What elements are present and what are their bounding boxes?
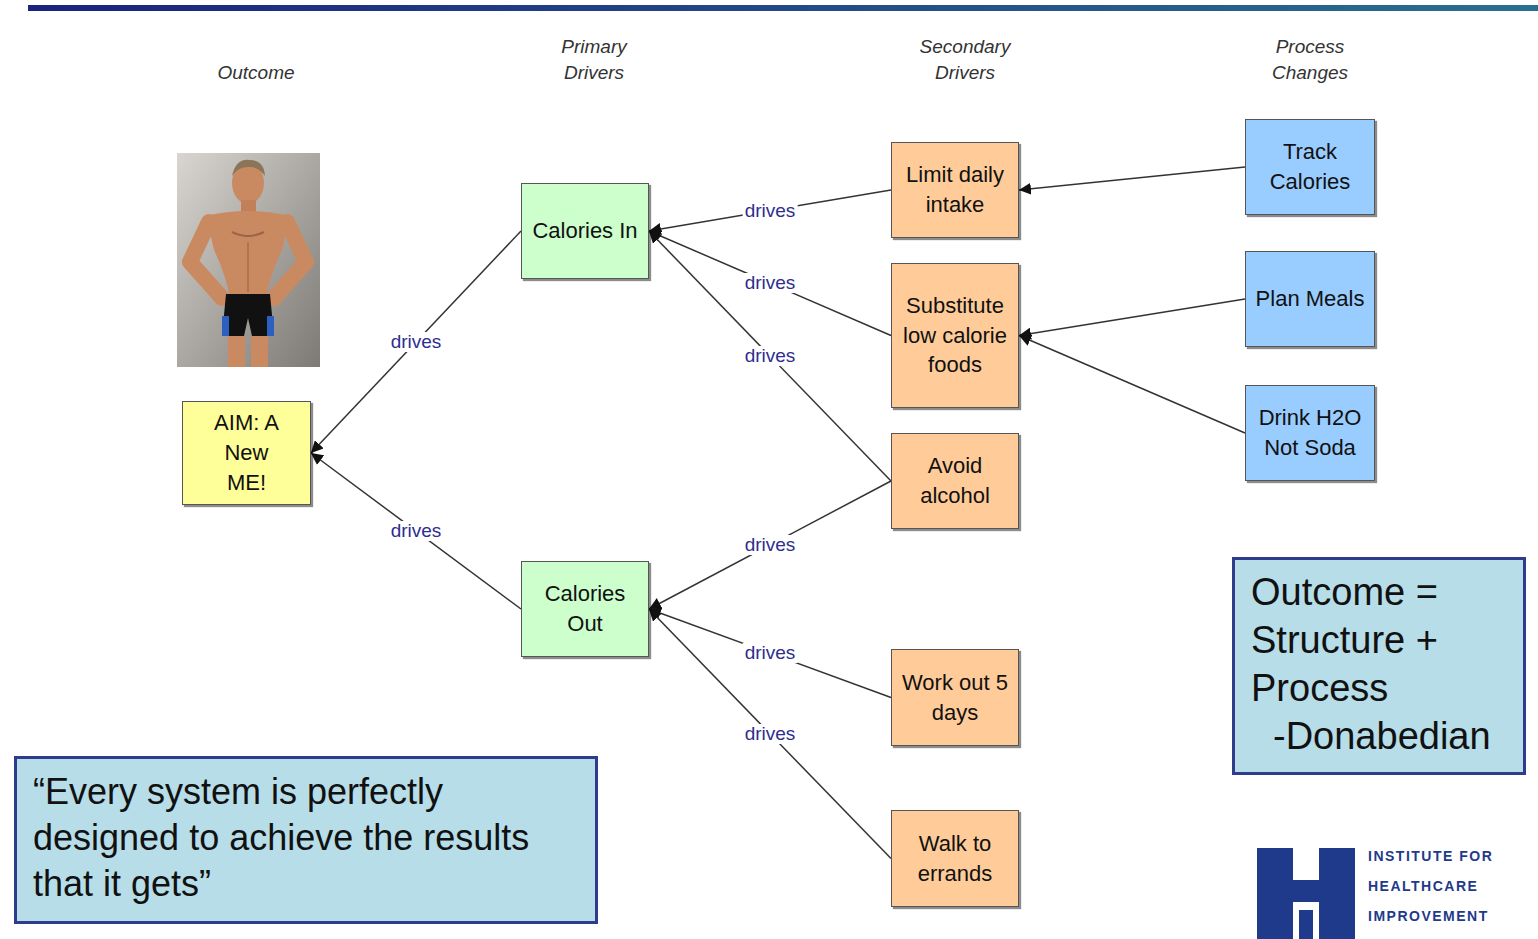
box-text: Avoid alcohol [896, 451, 1014, 511]
process-change-box: Drink H2O Not Soda [1245, 385, 1375, 481]
box-text: Outcome = Structure + Process [1251, 568, 1509, 712]
athlete-photo [177, 153, 320, 367]
primary-driver-box: Calories Out [521, 561, 649, 657]
edge-label: drives [743, 346, 798, 366]
edge-label: drives [389, 521, 444, 541]
driver-arrow [649, 231, 891, 481]
box-text: AIM: A New ME! [212, 408, 281, 498]
column-heading: Secondary Drivers [909, 34, 1021, 86]
top-rule [28, 5, 1538, 11]
driver-arrow [1019, 336, 1245, 434]
column-heading: Process Changes [1260, 34, 1360, 86]
edge-label: drives [743, 724, 798, 744]
box-text: “Every system is perfectly designed to a… [33, 769, 575, 907]
box-text: Work out 5 days [896, 668, 1014, 728]
driver-arrow [649, 609, 891, 859]
secondary-driver-box: Substitute low calorie foods [891, 263, 1019, 408]
secondary-driver-box: Work out 5 days [891, 649, 1019, 746]
box-text: Track Calories [1250, 137, 1370, 197]
edge-label: drives [743, 273, 798, 293]
column-heading: Outcome [196, 60, 316, 86]
driver-arrow [1019, 299, 1245, 336]
driver-arrow [649, 231, 891, 336]
edge-label: drives [743, 201, 798, 221]
driver-arrow [311, 231, 521, 453]
driver-arrow [649, 609, 891, 698]
primary-driver-box: Calories In [521, 183, 649, 279]
secondary-driver-box: Avoid alcohol [891, 433, 1019, 529]
box-text: Calories In [526, 216, 644, 246]
process-change-box: Track Calories [1245, 119, 1375, 215]
quote-box: “Every system is perfectly designed to a… [14, 756, 598, 924]
driver-arrow [311, 453, 521, 609]
box-text: Limit daily intake [896, 160, 1014, 220]
column-heading: Primary Drivers [549, 34, 639, 86]
box-text: Plan Meals [1250, 284, 1370, 314]
aim-box: AIM: A New ME! [182, 401, 311, 505]
edge-label: drives [743, 535, 798, 555]
secondary-driver-box: Limit daily intake [891, 142, 1019, 238]
formula-box: Outcome = Structure + Process-Donabedian [1232, 557, 1526, 775]
driver-arrow [649, 190, 891, 231]
process-change-box: Plan Meals [1245, 251, 1375, 347]
edge-label: drives [743, 643, 798, 663]
box-text: Substitute low calorie foods [896, 291, 1014, 381]
edge-label: drives [389, 332, 444, 352]
driver-arrow [1019, 167, 1245, 190]
secondary-driver-box: Walk to errands [891, 810, 1019, 907]
driver-arrow [649, 481, 891, 609]
attribution-text: -Donabedian [1273, 712, 1509, 760]
box-text: Walk to errands [896, 829, 1014, 889]
ihi-logo-mark [1257, 848, 1355, 939]
box-text: Drink H2O Not Soda [1250, 403, 1370, 463]
box-text: Calories Out [526, 579, 644, 639]
logo-text: INSTITUTE FOR HEALTHCARE IMPROVEMENT [1368, 841, 1532, 931]
